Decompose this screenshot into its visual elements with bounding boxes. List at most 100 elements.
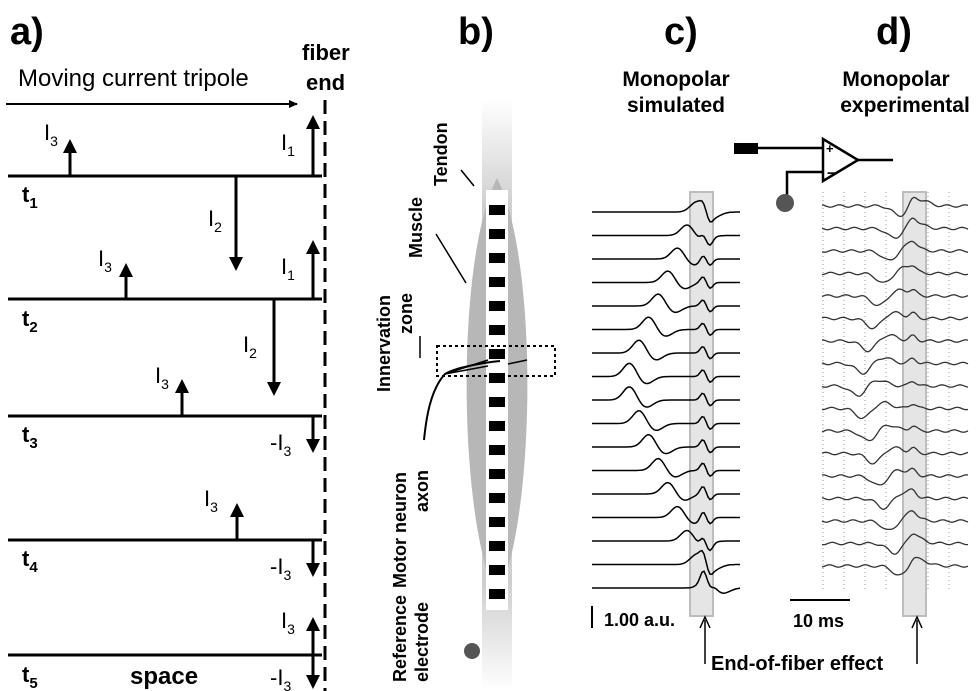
tendon-label: Tendon [431, 122, 451, 186]
electrode-array [489, 205, 505, 599]
current-arrow-i3 [119, 263, 133, 299]
simulated-trace [592, 457, 740, 478]
experimental-trace [821, 310, 969, 330]
simulated-trace [592, 549, 740, 575]
minus-sign: − [827, 165, 836, 182]
reference-label-1: Reference [390, 595, 410, 682]
current-label-i1: I1 [281, 254, 295, 283]
electrode-square [489, 493, 505, 503]
current-label-neg-i3: -I3 [270, 665, 291, 691]
current-arrow-neg-i3 [306, 540, 320, 577]
panel-d-title-2: experimental [840, 94, 970, 117]
current-label-i3: I3 [44, 120, 58, 149]
motor-neuron-label-1: Motor neuron [390, 472, 410, 588]
experimental-trace [821, 240, 969, 261]
current-arrow-i2 [229, 176, 243, 271]
time-label: t1 [22, 182, 38, 212]
muscle-label: Muscle [406, 197, 426, 258]
panel-d-label: d) [876, 11, 912, 53]
simulated-trace [592, 386, 740, 408]
experimental-trace [821, 556, 969, 576]
time-scale-label: 10 ms [793, 611, 844, 631]
simulated-trace [592, 410, 740, 432]
electrode-square [489, 541, 505, 551]
current-label-neg-i3: -I3 [270, 554, 291, 583]
experimental-trace [822, 467, 969, 486]
panel-b-label: b) [458, 11, 494, 53]
experimental-trace [821, 488, 969, 510]
current-arrow-i3 [306, 617, 320, 655]
time-row-t2: t2 I3 I2 I1 [8, 240, 322, 396]
experimental-trace [821, 196, 969, 218]
electrode-square [489, 421, 505, 431]
simulated-traces [592, 199, 741, 594]
simulated-trace [592, 339, 740, 361]
current-arrow-i2 [267, 299, 281, 396]
tripole-title: Moving current tripole [18, 65, 249, 92]
reference-label-2: electrode [412, 602, 432, 682]
current-label-i2: I2 [243, 332, 257, 361]
electrode-square [489, 229, 505, 239]
experimental-trace [821, 446, 969, 465]
experimental-trace [821, 510, 969, 531]
time-label: t5 [22, 662, 38, 691]
innervation-zone-box [436, 345, 556, 377]
innervation-label-2: zone [396, 293, 416, 334]
amplifier-schematic: + − [734, 136, 893, 212]
electrode-square [489, 253, 505, 263]
current-label-i3: I3 [204, 486, 218, 515]
current-label-i3: I3 [155, 363, 169, 392]
reference-electrode-icon [776, 194, 794, 212]
simulated-trace [592, 505, 740, 525]
fiber-end-label-1: fiber [302, 40, 350, 65]
simulated-trace [592, 247, 740, 267]
current-label-i2: I2 [208, 206, 222, 235]
simulated-trace [592, 316, 740, 337]
electrode-square [489, 397, 505, 407]
end-of-fiber-highlight-experimental [902, 191, 927, 617]
electrode-square [489, 349, 505, 359]
time-row-t5: t5 space I3 -I3 [8, 608, 322, 691]
panel-a-label: a) [10, 11, 44, 53]
current-label-i3: I3 [281, 608, 295, 637]
innervation-label-1: Innervation [374, 295, 394, 392]
time-row-t3: t3 I3 -I3 [8, 363, 322, 459]
fiber-end-label-2: end [306, 70, 345, 95]
panel-a: a) Moving current tripole fiber end t1 I… [6, 11, 350, 691]
plus-sign: + [826, 141, 834, 156]
experimental-trace [821, 265, 969, 283]
electrode-square [489, 325, 505, 335]
electrode-square [489, 445, 505, 455]
amplitude-scale-label: 1.00 a.u. [604, 610, 675, 630]
panel-b: b) Tendon Muscle Innervation zone Motor … [374, 11, 556, 691]
time-label: t4 [22, 546, 38, 576]
axon-branch [444, 359, 489, 375]
electrode-square [489, 277, 505, 287]
electrode-square [489, 469, 505, 479]
current-arrow-i3 [63, 139, 77, 176]
simulated-trace [592, 529, 740, 552]
end-of-fiber-effect-label: End-of-fiber effect [711, 653, 884, 675]
simulated-trace [592, 362, 740, 385]
experimental-trace [821, 400, 969, 420]
experimental-trace [821, 333, 969, 353]
time-row-t1: t1 I3 I2 I1 [8, 115, 322, 271]
current-arrow-i3 [230, 503, 244, 540]
panel-c-title-2: simulated [627, 94, 725, 117]
motor-neuron-axon [423, 360, 501, 441]
panel-d-title-1: Monopolar [842, 68, 949, 91]
space-label: space [130, 663, 198, 690]
simulated-trace [592, 224, 740, 247]
axon-branch [507, 359, 528, 365]
panel-d: d) Monopolar experimental + − 10 ms [734, 11, 970, 664]
tendon-pointer [460, 169, 475, 187]
time-row-t4: t4 I3 -I3 [8, 486, 322, 583]
simulated-trace [592, 293, 740, 314]
panel-c-label: c) [664, 11, 698, 53]
panel-c-title-1: Monopolar [622, 68, 729, 91]
experimental-trace [821, 357, 969, 375]
current-label-neg-i3: -I3 [270, 430, 291, 459]
electrode-square [489, 205, 505, 215]
experimental-trace [821, 217, 969, 239]
